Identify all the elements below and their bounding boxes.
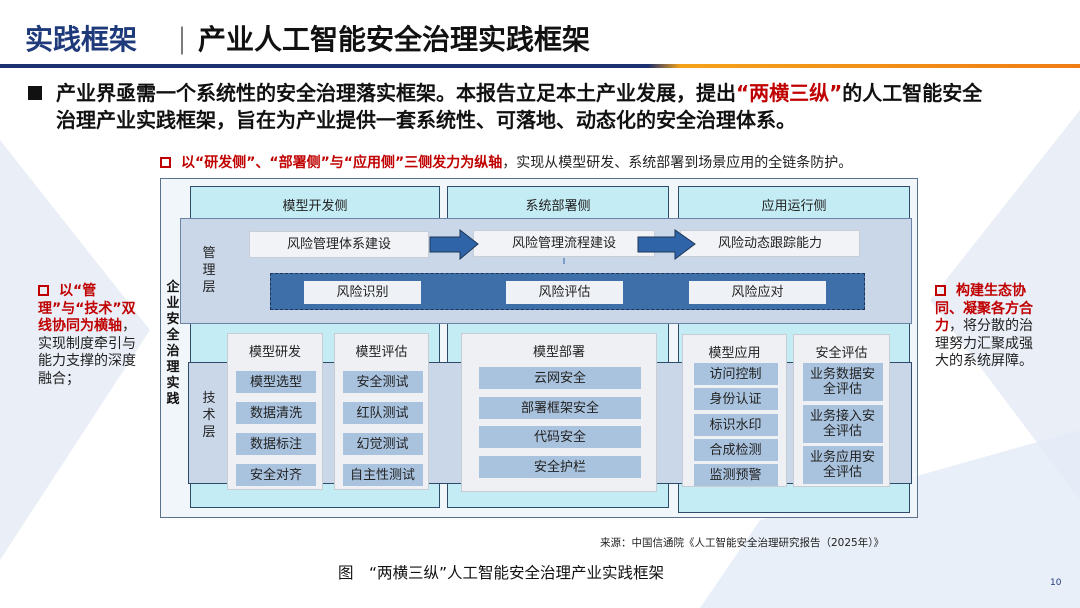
tech-card-title: 模型研发 [248, 345, 301, 360]
arrow-icons [429, 228, 696, 264]
tech-item: 安全测试 [342, 371, 423, 393]
tech-card-title: 模型应用 [708, 346, 761, 361]
sub-highlight: 以“研发侧”、“部署侧”与“应用侧”三侧发力为纵轴 [181, 155, 503, 171]
page-number: 10 [1050, 578, 1062, 588]
tech-item: 访问控制 [693, 363, 778, 385]
tech-item: 安全护栏 [479, 456, 641, 478]
header-rule [0, 64, 1080, 68]
tech-item: 身份认证 [693, 388, 778, 410]
arrow-right-icon [637, 229, 696, 260]
mgmt-step: 风险动态跟踪能力 [680, 230, 860, 257]
checkbox-icon [38, 285, 49, 296]
tech-item: 自主性测试 [342, 464, 423, 486]
lead-text-2: 的人工智能安全治理产业实践框架，旨在为产业提供一套系统性、可落地、动态化的安全治… [56, 81, 983, 132]
tech-card-title: 安全评估 [815, 346, 868, 361]
tech-card-title: 模型部署 [532, 345, 585, 360]
checkbox-icon [935, 285, 946, 296]
right-note: 构建生态协同、凝聚各方合力，将分散的治理努力汇聚成强大的系统屏障。 [935, 283, 1035, 371]
tech-item: 代码安全 [479, 426, 641, 448]
right-note-highlight: 构建生态协同、凝聚各方合力 [935, 283, 1033, 334]
lead-highlight: “两横三纵” [736, 81, 843, 105]
bullet-icon [28, 86, 42, 100]
mgmt-step: 风险管理流程建设 [473, 230, 655, 257]
left-note: 以“管理”与“技术”双线协同为横轴，实现制度牵引与能力支撑的深度融合； [38, 283, 138, 388]
management-layer-label: 管理层 [202, 246, 216, 295]
sub-text: ，实现从模型研发、系统部署到场景应用的全链条防护。 [502, 155, 853, 171]
source-note: 来源：中国信通院《人工智能安全治理研究报告（2025年）》 [600, 537, 884, 549]
tech-item: 数据标注 [236, 433, 316, 455]
tech-item: 数据清洗 [236, 402, 316, 424]
tech-item: 部署框架安全 [479, 397, 641, 419]
tech-item: 合成检测 [693, 439, 778, 461]
checkbox-icon [160, 157, 171, 168]
tech-card: 模型应用访问控制身份认证标识水印合成检测监测预警 [682, 334, 787, 487]
figure-caption: 图 “两横三纵”人工智能安全治理产业实践框架 [338, 564, 665, 582]
right-note-text: ，将分散的治理努力汇聚成强大的系统屏障。 [935, 318, 1033, 369]
tech-item: 幻觉测试 [342, 433, 423, 455]
column-header: 模型开发侧 [282, 199, 348, 214]
tech-item: 业务数据安全评估 [802, 363, 883, 401]
tech-item: 模型选型 [236, 371, 316, 393]
vertical-axis-note: 以“研发侧”、“部署侧”与“应用侧”三侧发力为纵轴，实现从模型研发、系统部署到场… [160, 152, 852, 172]
column-header: 系统部署侧 [525, 199, 591, 214]
risk-step: 风险评估 [506, 281, 623, 304]
tech-item: 业务应用安全评估 [802, 446, 883, 484]
tech-item: 红队测试 [342, 402, 423, 424]
tech-card-title: 模型评估 [355, 345, 408, 360]
tech-item: 业务接入安全评估 [802, 405, 883, 443]
tech-item: 云网安全 [479, 367, 641, 389]
technology-layer-label: 技术层 [202, 391, 216, 440]
risk-step: 风险识别 [304, 281, 421, 304]
left-note-text: ，实现制度牵引与能力支撑的深度融合； [38, 318, 136, 387]
lead-paragraph: 产业界亟需一个系统性的安全治理落实框架。本报告立足本土产业发展，提出“两横三纵”… [56, 80, 996, 134]
mgmt-step: 风险管理体系建设 [249, 231, 429, 258]
column-header: 应用运行侧 [761, 199, 827, 214]
left-note-highlight: 以“管理”与“技术”双线协同为横轴 [38, 283, 136, 334]
title-divider: ｜ [168, 25, 197, 58]
risk-process-band: 风险识别 风险评估 风险应对 [270, 273, 865, 310]
risk-step: 风险应对 [689, 281, 826, 304]
tech-item: 监测预警 [693, 464, 778, 486]
tech-card: 模型部署云网安全部署框架安全代码安全安全护栏 [461, 333, 657, 492]
arrow-right-icon [429, 228, 479, 261]
tech-card: 模型研发模型选型数据清洗数据标注安全对齐 [227, 333, 323, 490]
lead-text: 产业界亟需一个系统性的安全治理落实框架。本报告立足本土产业发展，提出 [56, 81, 736, 105]
tech-card: 模型评估安全测试红队测试幻觉测试自主性测试 [334, 333, 429, 490]
tech-item: 标识水印 [693, 414, 778, 436]
page-title: 产业人工智能安全治理实践框架 [198, 23, 591, 56]
tech-card: 安全评估业务数据安全评估业务接入安全评估业务应用安全评估 [793, 334, 890, 487]
section-title: 实践框架 [25, 23, 138, 56]
tech-item: 安全对齐 [236, 464, 316, 486]
diagram-vertical-title: 企业安全治理实践 [166, 280, 180, 407]
